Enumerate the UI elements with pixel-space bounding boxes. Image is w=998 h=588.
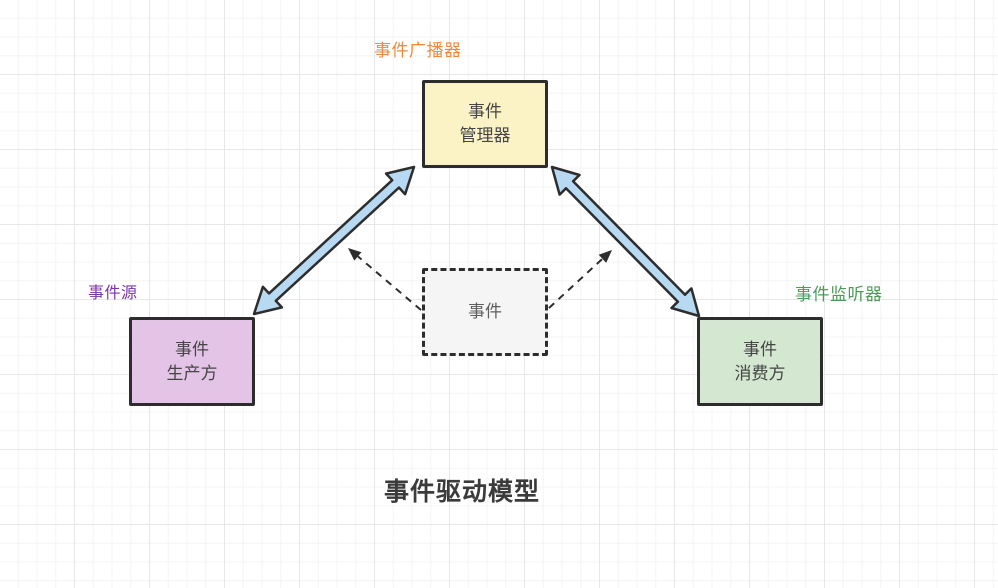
double-arrow (252, 165, 416, 316)
dashed-arrow-head (348, 248, 362, 261)
node-event-producer: 事件 生产方 (129, 317, 255, 406)
label-event-listener: 事件监听器 (795, 285, 883, 304)
node-event-consumer: 事件 消费方 (697, 317, 823, 406)
node-event-manager: 事件 管理器 (422, 80, 548, 168)
double-arrow (550, 165, 701, 318)
dashed-arrow-line (357, 255, 422, 311)
label-event-source: 事件源 (88, 285, 138, 302)
dashed-arrow-head (598, 250, 612, 263)
diagram-title: 事件驱动模型 (384, 478, 541, 506)
node-event: 事件 (422, 268, 548, 356)
dashed-arrow-line (548, 258, 604, 309)
label-event-broadcaster: 事件广播器 (374, 41, 462, 60)
